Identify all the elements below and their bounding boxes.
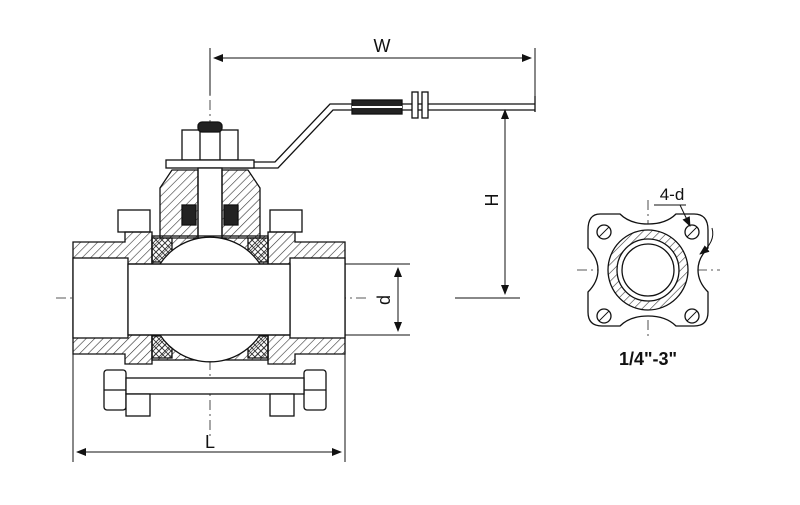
label-d: d <box>374 295 394 305</box>
dimension-l <box>72 345 346 462</box>
bottom-bolt <box>103 369 327 417</box>
label-w: W <box>374 36 391 56</box>
label-h: H <box>482 194 502 207</box>
stem-nut <box>165 121 255 239</box>
end-view <box>587 213 709 327</box>
label-holes: 4-d <box>660 185 685 204</box>
handle-lever <box>230 91 536 169</box>
label-size-range: 1/4"-3" <box>619 349 677 369</box>
dimension-h <box>455 109 520 299</box>
hole-callout <box>654 204 714 255</box>
dimension-w <box>209 48 536 105</box>
valve-body <box>72 231 346 365</box>
label-l: L <box>205 432 215 452</box>
